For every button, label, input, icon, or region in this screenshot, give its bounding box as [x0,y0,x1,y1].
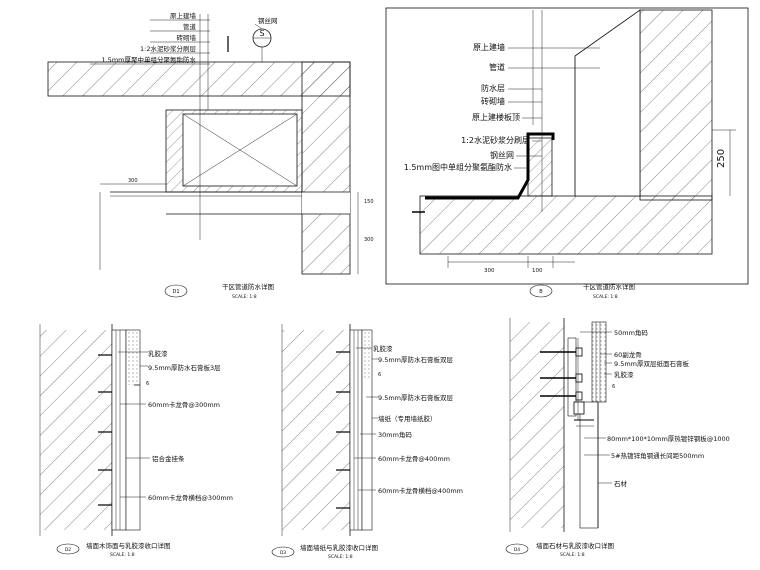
title-badge [271,546,295,558]
brick-block [527,137,553,197]
panel-title: 干区管道防水详图 [222,282,274,291]
waterproof-layer-line [425,132,555,200]
svg-text:D3: D3 [280,550,286,556]
panel-title: 墙面墙纸与乳胶漆收口详图 [300,543,378,552]
title-badge [529,284,553,298]
svg-text:墙纸（专用墙纸胶）: 墙纸（专用墙纸胶） [378,414,437,423]
floor-slab [47,61,351,97]
panel-scale: SCALE: 1:8 [232,294,257,300]
title-badge [56,543,80,555]
gypsum-layers [126,330,140,385]
title-badge [505,543,529,555]
label-waterproof: 1.5mm厚聚中单组分聚氨酯防水 [101,55,196,64]
dim-right-top: 150 [364,199,374,205]
svg-text:60mm卡龙骨横档@400mm: 60mm卡龙骨横档@400mm [378,486,463,495]
svg-text:石材: 石材 [614,479,628,488]
panel-scale: SCALE: 1:8 [328,554,353,560]
label-existing-wall: 原上建墙 [170,11,197,20]
anchors [98,354,112,506]
svg-text:9.5mm厚防水石膏板3层: 9.5mm厚防水石膏板3层 [148,363,221,372]
panel-title: 干区管道防水详图 [583,282,635,291]
sleeve-label: 钢丝网 [258,16,278,25]
dim-6: 6 [612,384,615,390]
stone-slab [579,401,599,529]
panel-title: 墙面石材与乳胶漆收口详图 [536,541,614,550]
svg-text:防水层: 防水层 [481,83,505,93]
svg-text:1.5mm图中单组分聚氨酯防水: 1.5mm图中单组分聚氨酯防水 [404,162,512,172]
panel-3-wood-veneer-junction: 乳胶漆 9.5mm厚防水石膏板3层 6 60mm卡龙骨@300mm 铝合金挂条 … [39,324,233,558]
panel2-labels: 原上建墙 管道 防水层 砖砌墙 原上建楼板顶 1:2水泥砂浆分刷层 钢丝网 1.… [404,42,600,172]
svg-text:原上建墙: 原上建墙 [473,42,505,52]
existing-wall [639,9,713,201]
concrete-wall [282,330,350,530]
anchors [336,351,350,509]
dim-vertical: 250 [716,149,727,168]
svg-text:原上建楼板顶: 原上建楼板顶 [472,112,520,122]
svg-text:B: B [539,289,543,295]
dim-6: 6 [378,372,381,378]
svg-text:铝合金挂条: 铝合金挂条 [152,454,185,463]
svg-text:60mm卡龙骨横档@300mm: 60mm卡龙骨横档@300mm [148,493,233,502]
label-brick-wall: 砖砌墙 [177,33,197,42]
label-mortar: 1:2水泥砂浆分刷层 [140,44,196,53]
bolts [540,338,594,427]
panel-5-stone-junction: 50mm角码 60副龙骨 9.5mm厚双层纸面石膏板 乳胶漆 6 80mm*10… [505,318,730,558]
svg-text:乳胶漆: 乳胶漆 [373,344,393,353]
svg-text:9.5mm厚防水石膏板双层: 9.5mm厚防水石膏板双层 [378,355,454,364]
panel-title: 墙面木饰面与乳胶漆收口详图 [86,541,171,550]
panel-2-pipe-waterproof-section: 原上建墙 管道 防水层 砖砌墙 原上建楼板顶 1:2水泥砂浆分刷层 钢丝网 1.… [385,7,749,300]
dim-bottom-left: 300 [484,268,495,274]
dim-bottom-right: 100 [532,268,543,274]
panel1-labels: 原上建墙 管道 砖砌墙 1:2水泥砂浆分刷层 1.5mm厚聚中单组分聚氨酯防水 [90,11,210,65]
svg-text:D2: D2 [65,547,71,553]
dim-6: 6 [146,381,149,387]
svg-text:D4: D4 [514,547,520,553]
label-pipe: 管道 [183,22,197,31]
svg-text:1:2水泥砂浆分刷层: 1:2水泥砂浆分刷层 [461,135,530,145]
title-badge [164,284,188,298]
svg-text:50mm角码: 50mm角码 [614,328,648,337]
concrete-wall [40,330,112,530]
svg-text:9.5mm厚双层纸面石膏板: 9.5mm厚双层纸面石膏板 [614,359,690,368]
svg-text:9.5mm厚防水石膏板双层: 9.5mm厚防水石膏板双层 [378,393,454,402]
svg-text:乳胶漆: 乳胶漆 [614,370,634,379]
gypsum-layers [362,330,372,380]
floor-slab [419,195,713,255]
svg-text:60mm卡龙骨@300mm: 60mm卡龙骨@300mm [148,400,220,409]
concrete-wall [510,322,564,528]
panel-4-wallpaper-junction: 乳胶漆 9.5mm厚防水石膏板双层 6 9.5mm厚防水石膏板双层 墙纸（专用墙… [271,324,463,560]
svg-text:钢丝网: 钢丝网 [490,150,514,160]
panel-frame [385,7,749,285]
dim-left: 300 [128,178,138,184]
svg-text:乳胶漆: 乳胶漆 [148,349,168,358]
panel-1-pipe-waterproof-plan: S 钢丝网 原上建墙 管道 砖砌墙 1:2水泥砂浆分刷层 1.5mm厚聚中单组分… [47,11,374,300]
panel-scale: SCALE: 1:8 [560,552,585,558]
gypsum-board [591,321,607,403]
pipe-sleeve [574,9,641,197]
svg-text:管道: 管道 [489,62,505,72]
svg-text:80mm*100*10mm厚热镀锌钢板@1000: 80mm*100*10mm厚热镀锌钢板@1000 [607,434,730,443]
svg-text:砖砌墙: 砖砌墙 [481,96,505,106]
wall-right [301,61,351,275]
panel-scale: SCALE: 1:8 [110,552,135,558]
svg-text:30mm角码: 30mm角码 [378,430,412,439]
svg-text:D1: D1 [172,289,179,295]
svg-text:60副龙骨: 60副龙骨 [614,350,642,359]
svg-text:60mm卡龙骨@400mm: 60mm卡龙骨@400mm [378,454,450,463]
dim-right-bottom: 300 [364,237,374,243]
panel-scale: SCALE: 1:8 [593,294,618,300]
svg-text:5#热镀锌角钢通长间距500mm: 5#热镀锌角钢通长间距500mm [611,451,704,460]
marker-letter: S [259,29,264,38]
